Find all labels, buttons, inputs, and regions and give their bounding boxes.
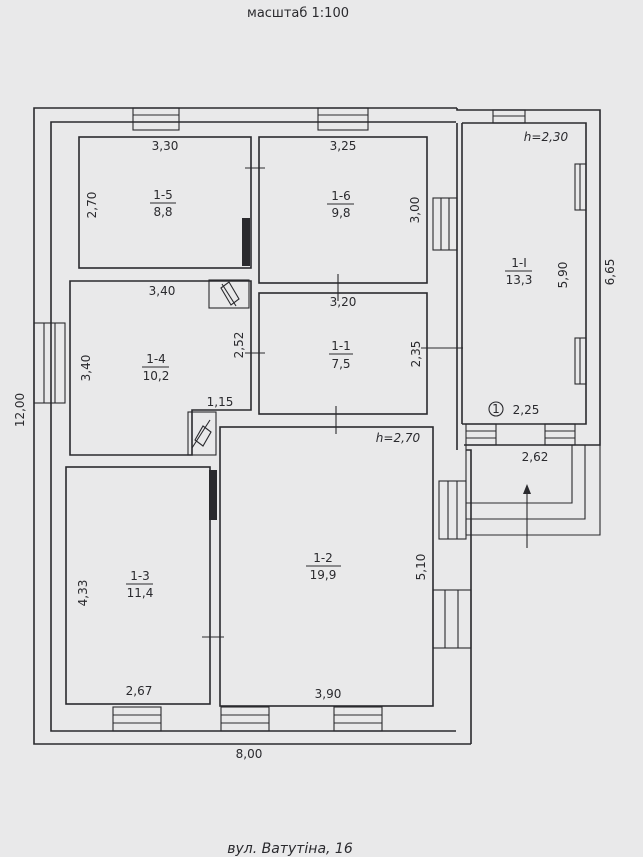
room-1-3: 2,67 4,33 1-3 11,4 [65, 466, 211, 705]
room-1-4-area: 10,2 [143, 369, 170, 383]
doors [202, 167, 463, 638]
window-bottom-2 [220, 706, 270, 732]
window-left [33, 322, 66, 404]
window-ext-right-2 [574, 337, 587, 385]
scale-label: масштаб 1:100 [247, 6, 349, 21]
main-house-walls [33, 107, 472, 745]
room-1-2-id: 1-2 [313, 551, 333, 565]
entrance-arrow [523, 484, 531, 548]
window-right-mid [438, 480, 467, 540]
windows [33, 107, 587, 732]
dim-r14-w: 3,40 [149, 284, 176, 298]
dim-r14-step: 1,15 [207, 395, 234, 409]
window-ext-bottom-2 [544, 423, 576, 446]
room-1-2-area: 19,9 [310, 568, 337, 582]
door-2 [209, 470, 217, 520]
dim-r15-w: 3,30 [152, 139, 179, 153]
room-1-I: h=2,30 1-I 13,3 5,90 6,65 1 2,25 2,62 [488, 130, 617, 464]
dim-r11-left: 2,52 [232, 332, 246, 359]
window-top-2 [317, 107, 369, 131]
room-1-6-area: 9,8 [331, 206, 350, 220]
dim-ext-h-inner: 5,90 [556, 262, 570, 289]
room-1-4-id: 1-4 [146, 352, 166, 366]
porch-outline [465, 445, 601, 536]
room-1-4: 3,40 3,40 1,15 1-4 10,2 [69, 280, 252, 456]
dim-r12-h: 5,10 [414, 554, 428, 581]
window-bottom-3 [333, 706, 383, 732]
dim-r12-w: 3,90 [315, 687, 342, 701]
dim-ext-h-outer: 6,65 [603, 259, 617, 286]
window-right-lower [432, 589, 472, 649]
stove-1 [208, 279, 250, 309]
window-bottom-1 [112, 706, 162, 732]
dim-r11-h: 2,35 [409, 341, 423, 368]
room-1-6-id: 1-6 [331, 189, 351, 203]
marker-number: 1 [492, 402, 500, 416]
room-1-I-area: 13,3 [506, 273, 533, 287]
height-main: h=2,70 [376, 431, 421, 445]
dim-r11-w: 3,20 [330, 295, 357, 309]
stove-2 [187, 411, 217, 456]
window-top-1 [132, 107, 180, 131]
room-1-2: 3,90 5,10 1-2 19,9 h=2,70 [219, 426, 434, 707]
room-1-5-area: 8,8 [153, 205, 172, 219]
street-label: вул. Ватутіна, 16 [227, 841, 353, 857]
dim-r15-h: 2,70 [85, 192, 99, 219]
dim-r14-h: 3,40 [79, 355, 93, 382]
room-1-5-id: 1-5 [153, 188, 173, 202]
room-1-5: 3,30 2,70 1-5 8,8 [78, 136, 252, 269]
dim-overall-height: 12,00 [13, 393, 27, 427]
window-ext-top [492, 109, 526, 124]
window-ext-right-1 [574, 163, 587, 211]
room-1-6: 3,25 3,00 1-6 9,8 [258, 136, 428, 284]
dim-ext-w-outer: 2,62 [522, 450, 549, 464]
stoves [187, 279, 250, 456]
window-right-upper [432, 197, 458, 251]
dim-r13-h: 4,33 [76, 580, 90, 607]
height-ext: h=2,30 [524, 130, 569, 144]
dim-r16-h: 3,00 [408, 197, 422, 224]
room-1-3-id: 1-3 [130, 569, 150, 583]
dim-overall-width: 8,00 [236, 747, 263, 761]
room-1-3-area: 11,4 [127, 586, 154, 600]
dim-ext-w-inner: 2,25 [513, 403, 540, 417]
door-1 [242, 218, 250, 266]
dim-r16-w: 3,25 [330, 139, 357, 153]
room-1-1-id: 1-1 [331, 339, 351, 353]
dim-r13-w: 2,67 [126, 684, 153, 698]
window-ext-bottom-1 [465, 423, 497, 446]
marker-circle [488, 401, 504, 417]
room-1-1-area: 7,5 [331, 357, 350, 371]
room-1-I-id: 1-I [511, 256, 527, 270]
